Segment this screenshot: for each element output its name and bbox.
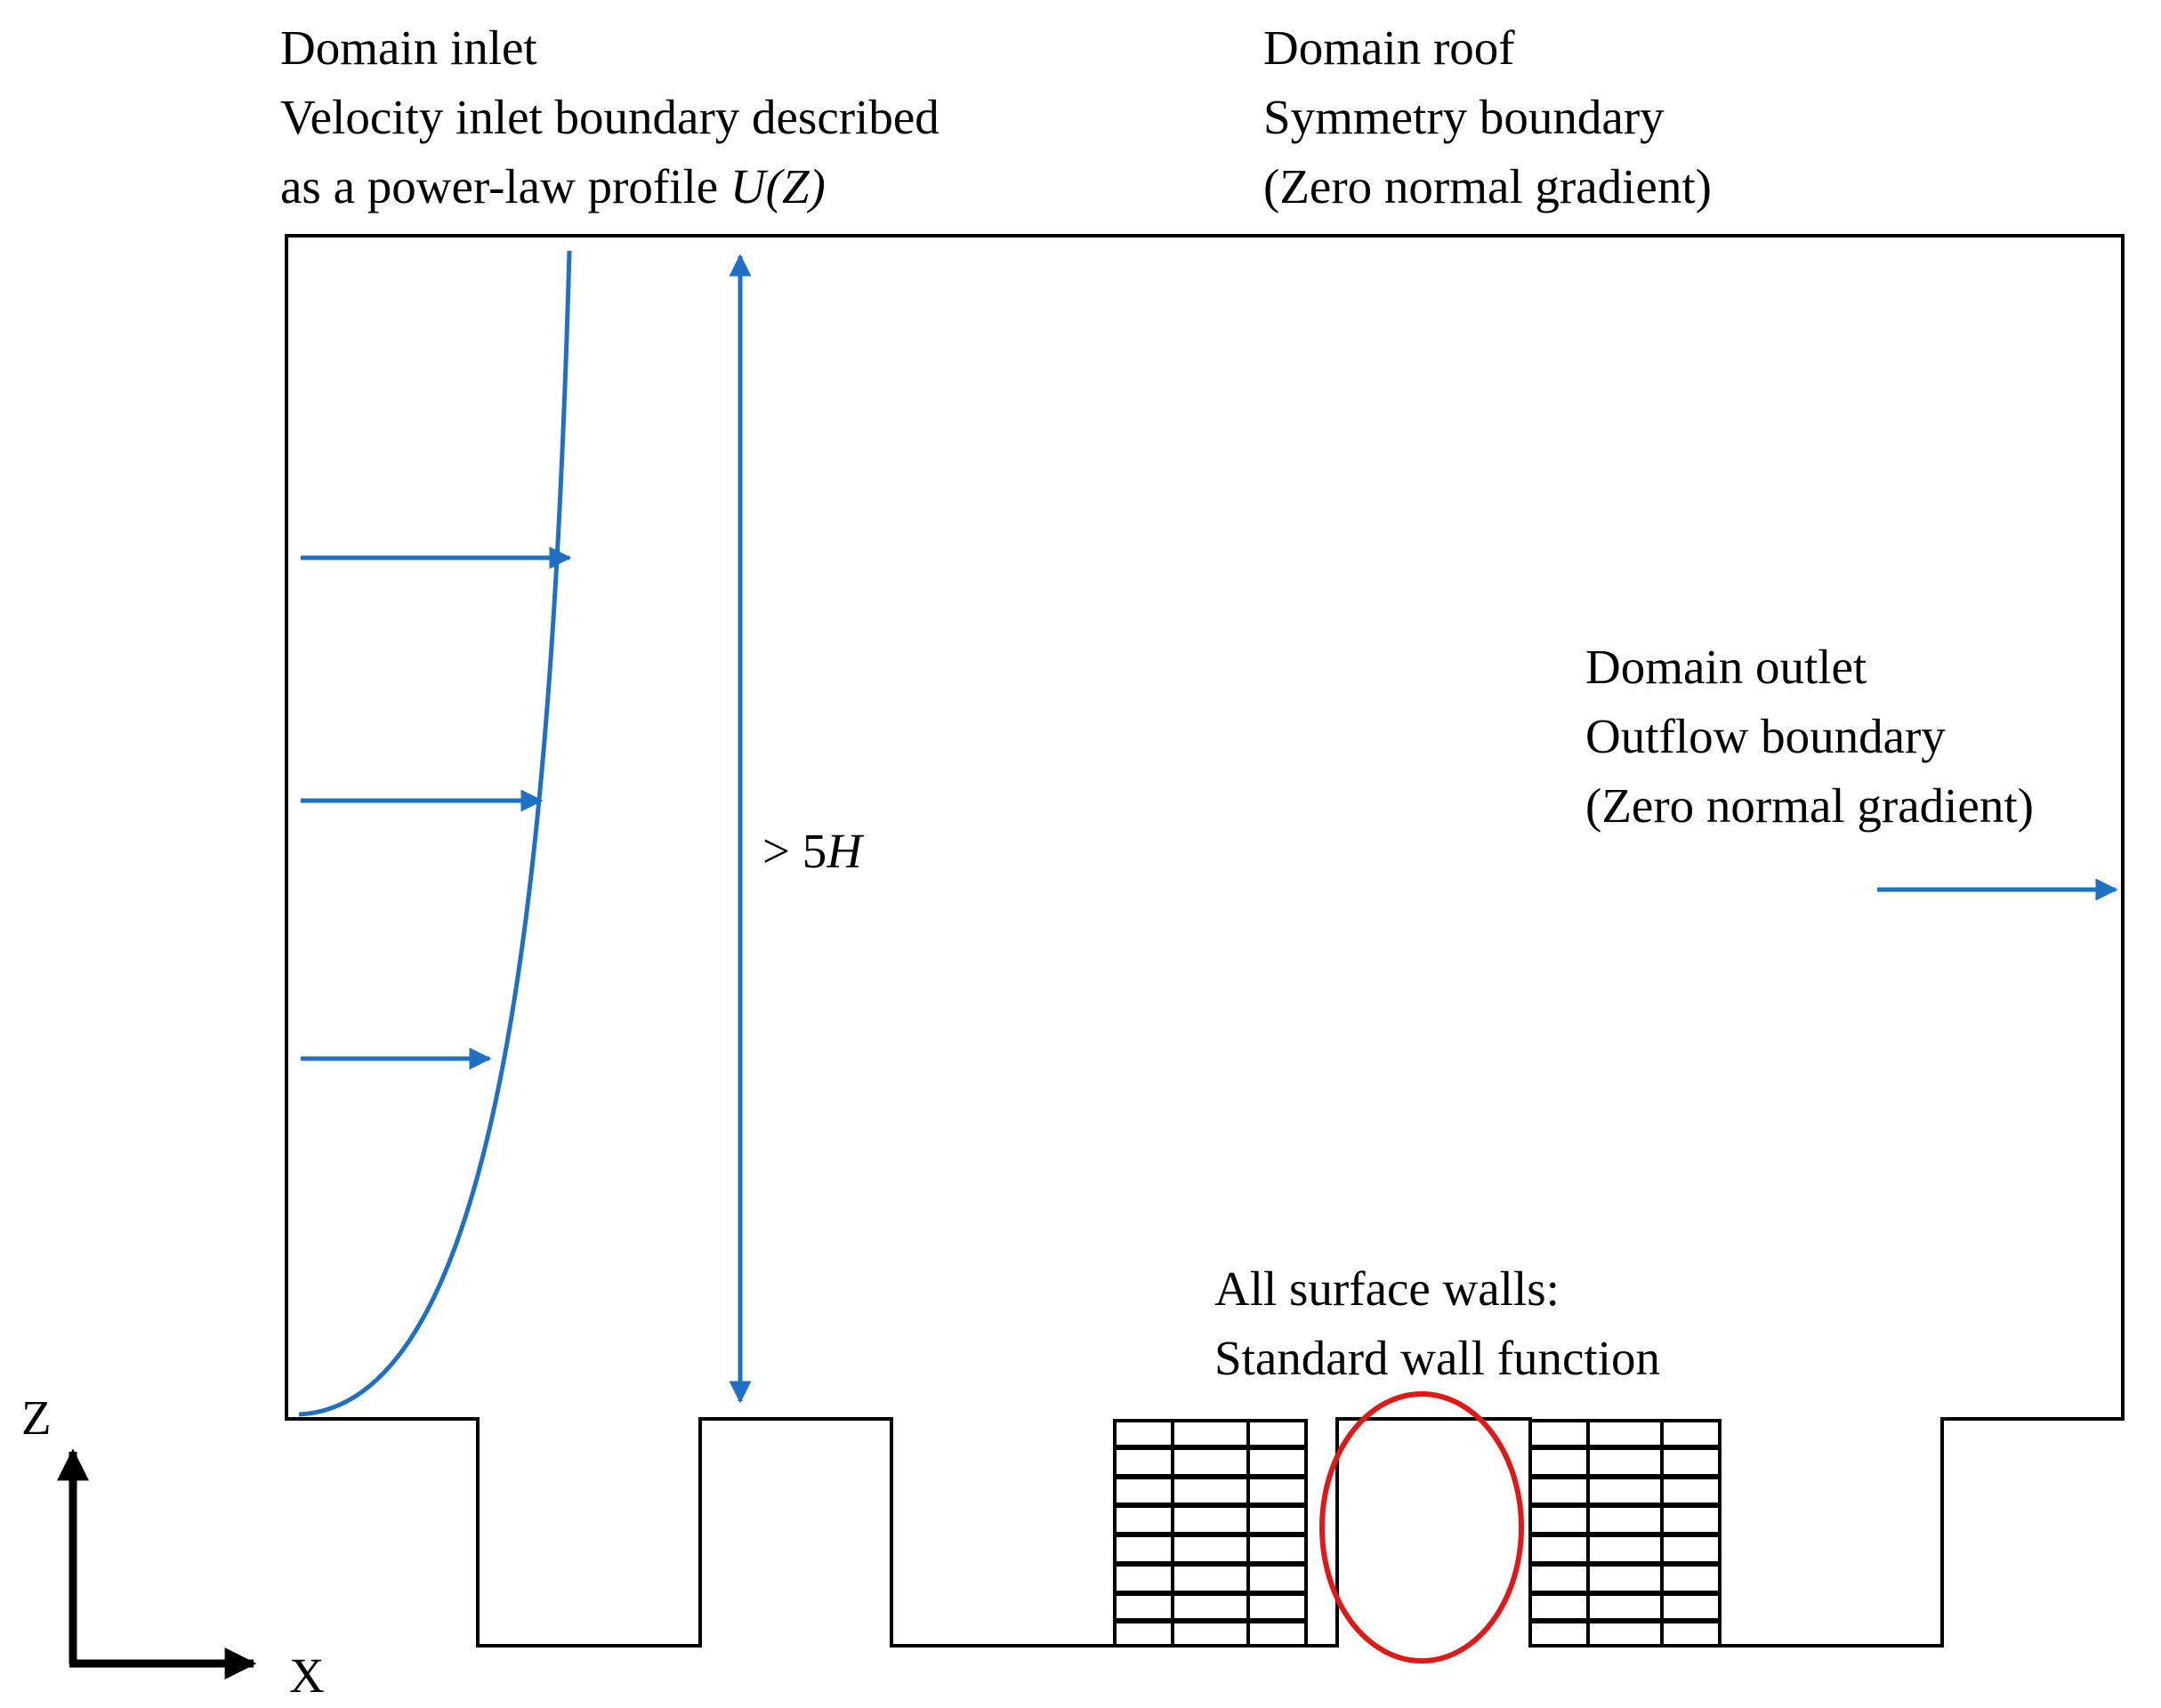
walls-annotation: All surface walls: Standard wall functio… [1214,1261,1660,1385]
building-right [1528,1419,1722,1648]
walls-title: All surface walls: [1214,1261,1560,1316]
inlet-profile-line: as a power-law profile U(Z) [280,159,826,214]
roof-annotation: Domain roof Symmetry boundary (Zero norm… [1263,20,1712,214]
inlet-annotation: Domain inlet Velocity inlet boundary des… [280,20,939,214]
roof-title: Domain roof [1263,20,1515,75]
building-left [1113,1419,1308,1648]
outlet-gradient-note: (Zero normal gradient) [1585,778,2034,833]
domain-outline [285,234,2125,1648]
outlet-boundary: Outflow boundary [1585,709,1946,763]
height-label: > 5H [762,824,865,878]
walls-function: Standard wall function [1214,1331,1660,1385]
outlet-annotation: Domain outlet Outflow boundary (Zero nor… [1585,640,2034,833]
canyon-highlight-ellipse [1319,1391,1524,1664]
roof-boundary: Symmetry boundary [1263,90,1665,144]
outlet-title: Domain outlet [1585,640,1867,694]
roof-gradient-note: (Zero normal gradient) [1263,159,1712,214]
axes: Z X [21,1390,325,1703]
velocity-profile-curve [298,250,572,1417]
z-axis-label: Z [21,1390,52,1445]
x-axis-label: X [289,1648,325,1703]
inlet-title: Domain inlet [280,20,537,75]
inlet-description: Velocity inlet boundary described [280,90,939,144]
